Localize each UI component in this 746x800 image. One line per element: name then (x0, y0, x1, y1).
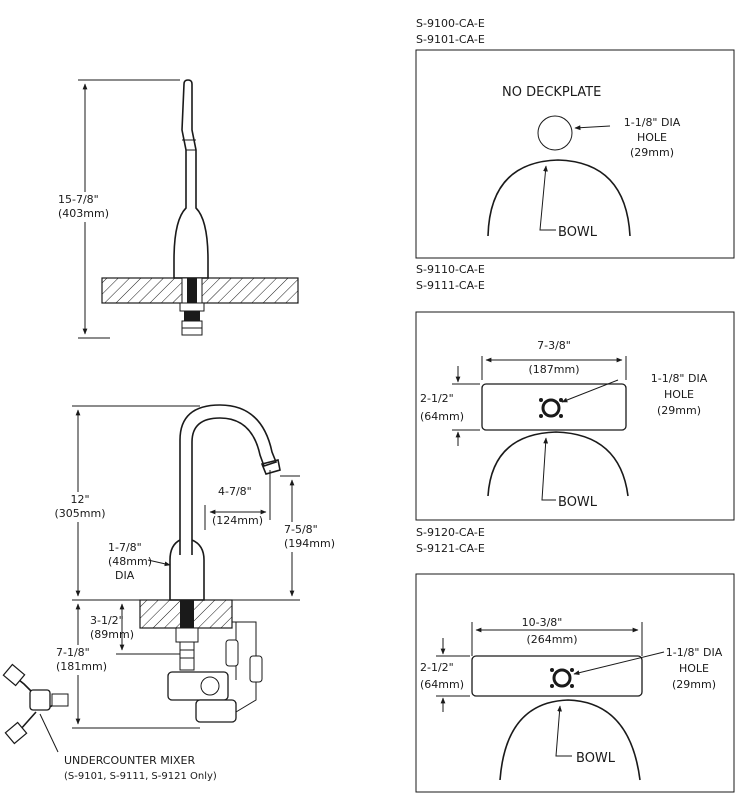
panel3-model-b: S-9121-CA-E (416, 542, 485, 555)
deckplate-panel-10in: S-9120-CA-E S-9121-CA-E 10-3/8" (264mm) … (415, 526, 735, 793)
base-dia-label: DIA (115, 569, 135, 582)
panel2-hole-leader (561, 379, 619, 403)
panel1-model-a: S-9100-CA-E (416, 17, 485, 30)
control-box (195, 699, 237, 723)
spout-tip (260, 459, 281, 475)
panel1-frame (415, 49, 735, 259)
panel1-hole-leader (574, 125, 611, 131)
goose-height-mm: (305mm) (54, 507, 105, 520)
reach-mm: (124mm) (212, 514, 263, 527)
mixer-note: (S-9101, S-9111, S-9121 Only) (64, 771, 217, 782)
panel2-frame (415, 311, 735, 521)
panel2-bowl-outline (487, 431, 629, 497)
panel3-width-mm: (264mm) (526, 633, 577, 646)
spout-height-mm: (194mm) (284, 537, 335, 550)
gooseneck-spout (179, 404, 278, 555)
panel3-hole-3: (29mm) (672, 678, 716, 691)
panel3-width-in: 10-3/8" (522, 616, 563, 629)
undercounter-mixer (2, 663, 69, 753)
cable-connector-1 (225, 639, 239, 667)
deckplate-panel-none: S-9100-CA-E S-9101-CA-E NO DECKPLATE 1-1… (415, 17, 735, 259)
base-dia-mm: (48mm) (108, 555, 152, 568)
shank-in: 3-1/2" (90, 614, 124, 627)
shank (180, 600, 194, 628)
tall-height-in: 15-7/8" (58, 193, 99, 206)
panel1-model-b: S-9101-CA-E (416, 33, 485, 46)
panel3-depth-mm: (64mm) (420, 678, 464, 691)
goose-height-in: 12" (70, 493, 89, 506)
panel1-bowl-leader (539, 165, 556, 231)
gooseneck-faucet-drawing: 12" (305mm) 4-7/8" (124mm) 7-5/8" (194mm… (2, 404, 338, 782)
spout-height-in: 7-5/8" (284, 523, 318, 536)
panel3-bowl-leader (555, 705, 572, 757)
panel2-depth-mm: (64mm) (420, 410, 464, 423)
panel1-bowl-outline (487, 159, 631, 237)
panel1-hole-2: HOLE (637, 131, 667, 144)
panel1-bowl: BOWL (558, 225, 598, 240)
panel2-width-in: 7-3/8" (537, 339, 571, 352)
panel2-bowl: BOWL (558, 495, 598, 510)
below-mm: (181mm) (56, 660, 107, 673)
shank-mm: (89mm) (90, 628, 134, 641)
panel1-hole-3: (29mm) (630, 146, 674, 159)
panel3-hole-1: 1-1/8" DIA (666, 646, 723, 659)
panel1-hole (537, 115, 573, 151)
panel2-bowl-leader (541, 437, 556, 501)
below-in: 7-1/8" (56, 646, 90, 659)
panel1-heading: NO DECKPLATE (502, 85, 601, 100)
panel2-hole-3: (29mm) (657, 404, 701, 417)
panel2-depth-in: 2-1/2" (420, 392, 454, 405)
panel2-width-mm: (187mm) (528, 363, 579, 376)
spout-body (173, 79, 209, 279)
mixer-leader (39, 713, 59, 753)
panel2-hole-1: 1-1/8" DIA (651, 372, 708, 385)
shank (187, 278, 197, 303)
panel2-model-b: S-9111-CA-E (416, 279, 485, 292)
lock-nut (175, 627, 199, 643)
panel3-hole-leader (573, 651, 665, 676)
cable-connector-2 (249, 655, 263, 683)
valve-knob (200, 676, 220, 696)
faucet-base (169, 539, 205, 601)
mixer-label: UNDERCOUNTER MIXER (64, 754, 195, 767)
tall-height-mm: (403mm) (58, 207, 109, 220)
reach-in: 4-7/8" (218, 485, 252, 498)
panel1-hole-1: 1-1/8" DIA (624, 116, 681, 129)
panel3-bowl: BOWL (576, 751, 616, 766)
panel3-depth-in: 2-1/2" (420, 661, 454, 674)
panel3-hole-2: HOLE (679, 662, 709, 675)
panel3-hole (552, 668, 572, 688)
panel2-hole (541, 398, 561, 418)
panel3-bowl-outline (499, 699, 641, 781)
lock-nut (179, 302, 205, 312)
base-dia-in: 1-7/8" (108, 541, 142, 554)
supply-fitting (179, 641, 195, 671)
panel2-hole-2: HOLE (664, 388, 694, 401)
tall-faucet-drawing: 15-7/8" (403mm) (50, 79, 299, 339)
panel3-model-a: S-9120-CA-E (416, 526, 485, 539)
fitting (184, 311, 200, 321)
deckplate-panel-7in: S-9110-CA-E S-9111-CA-E 7-3/8" (187mm) 2… (415, 263, 735, 521)
panel2-model-a: S-9110-CA-E (416, 263, 485, 276)
